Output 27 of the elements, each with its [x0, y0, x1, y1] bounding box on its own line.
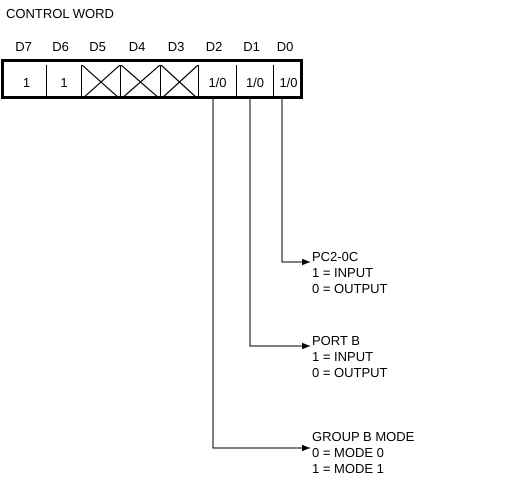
output-heading: PC2-0C	[312, 249, 360, 265]
bit-value: 1/0	[246, 76, 264, 88]
bit-value: 1/0	[208, 76, 227, 88]
register-box	[1, 59, 303, 99]
value-definition: 0 = OUTPUT	[312, 281, 388, 297]
bit-label: D4	[128, 40, 146, 53]
bit-label: D1	[242, 40, 261, 53]
value-definition: 1 = INPUT	[312, 265, 374, 281]
arrow	[250, 98, 310, 350]
diagram-title: CONTROL WORD	[6, 5, 114, 23]
bit-label: D6	[51, 40, 70, 53]
bit-label: D0	[276, 40, 294, 53]
bit-value: 1	[22, 76, 30, 88]
bit-label: D7	[14, 40, 33, 53]
bit-label: D5	[88, 40, 107, 53]
value-definition: 0 = OUTPUT	[312, 365, 388, 381]
bit-label: D2	[204, 40, 224, 53]
output-heading: PORT B	[312, 333, 361, 349]
bit-label: D3	[166, 40, 186, 53]
value-definition: 1 = MODE 1	[312, 461, 385, 477]
bit-value: 1/0	[279, 76, 298, 88]
arrow	[282, 98, 310, 266]
bit-value: 1	[60, 76, 68, 88]
value-definition: 1 = INPUT	[312, 349, 374, 365]
value-definition: 0 = MODE 0	[312, 445, 385, 461]
arrow	[212, 98, 310, 452]
output-heading: GROUP B MODE	[312, 429, 416, 445]
